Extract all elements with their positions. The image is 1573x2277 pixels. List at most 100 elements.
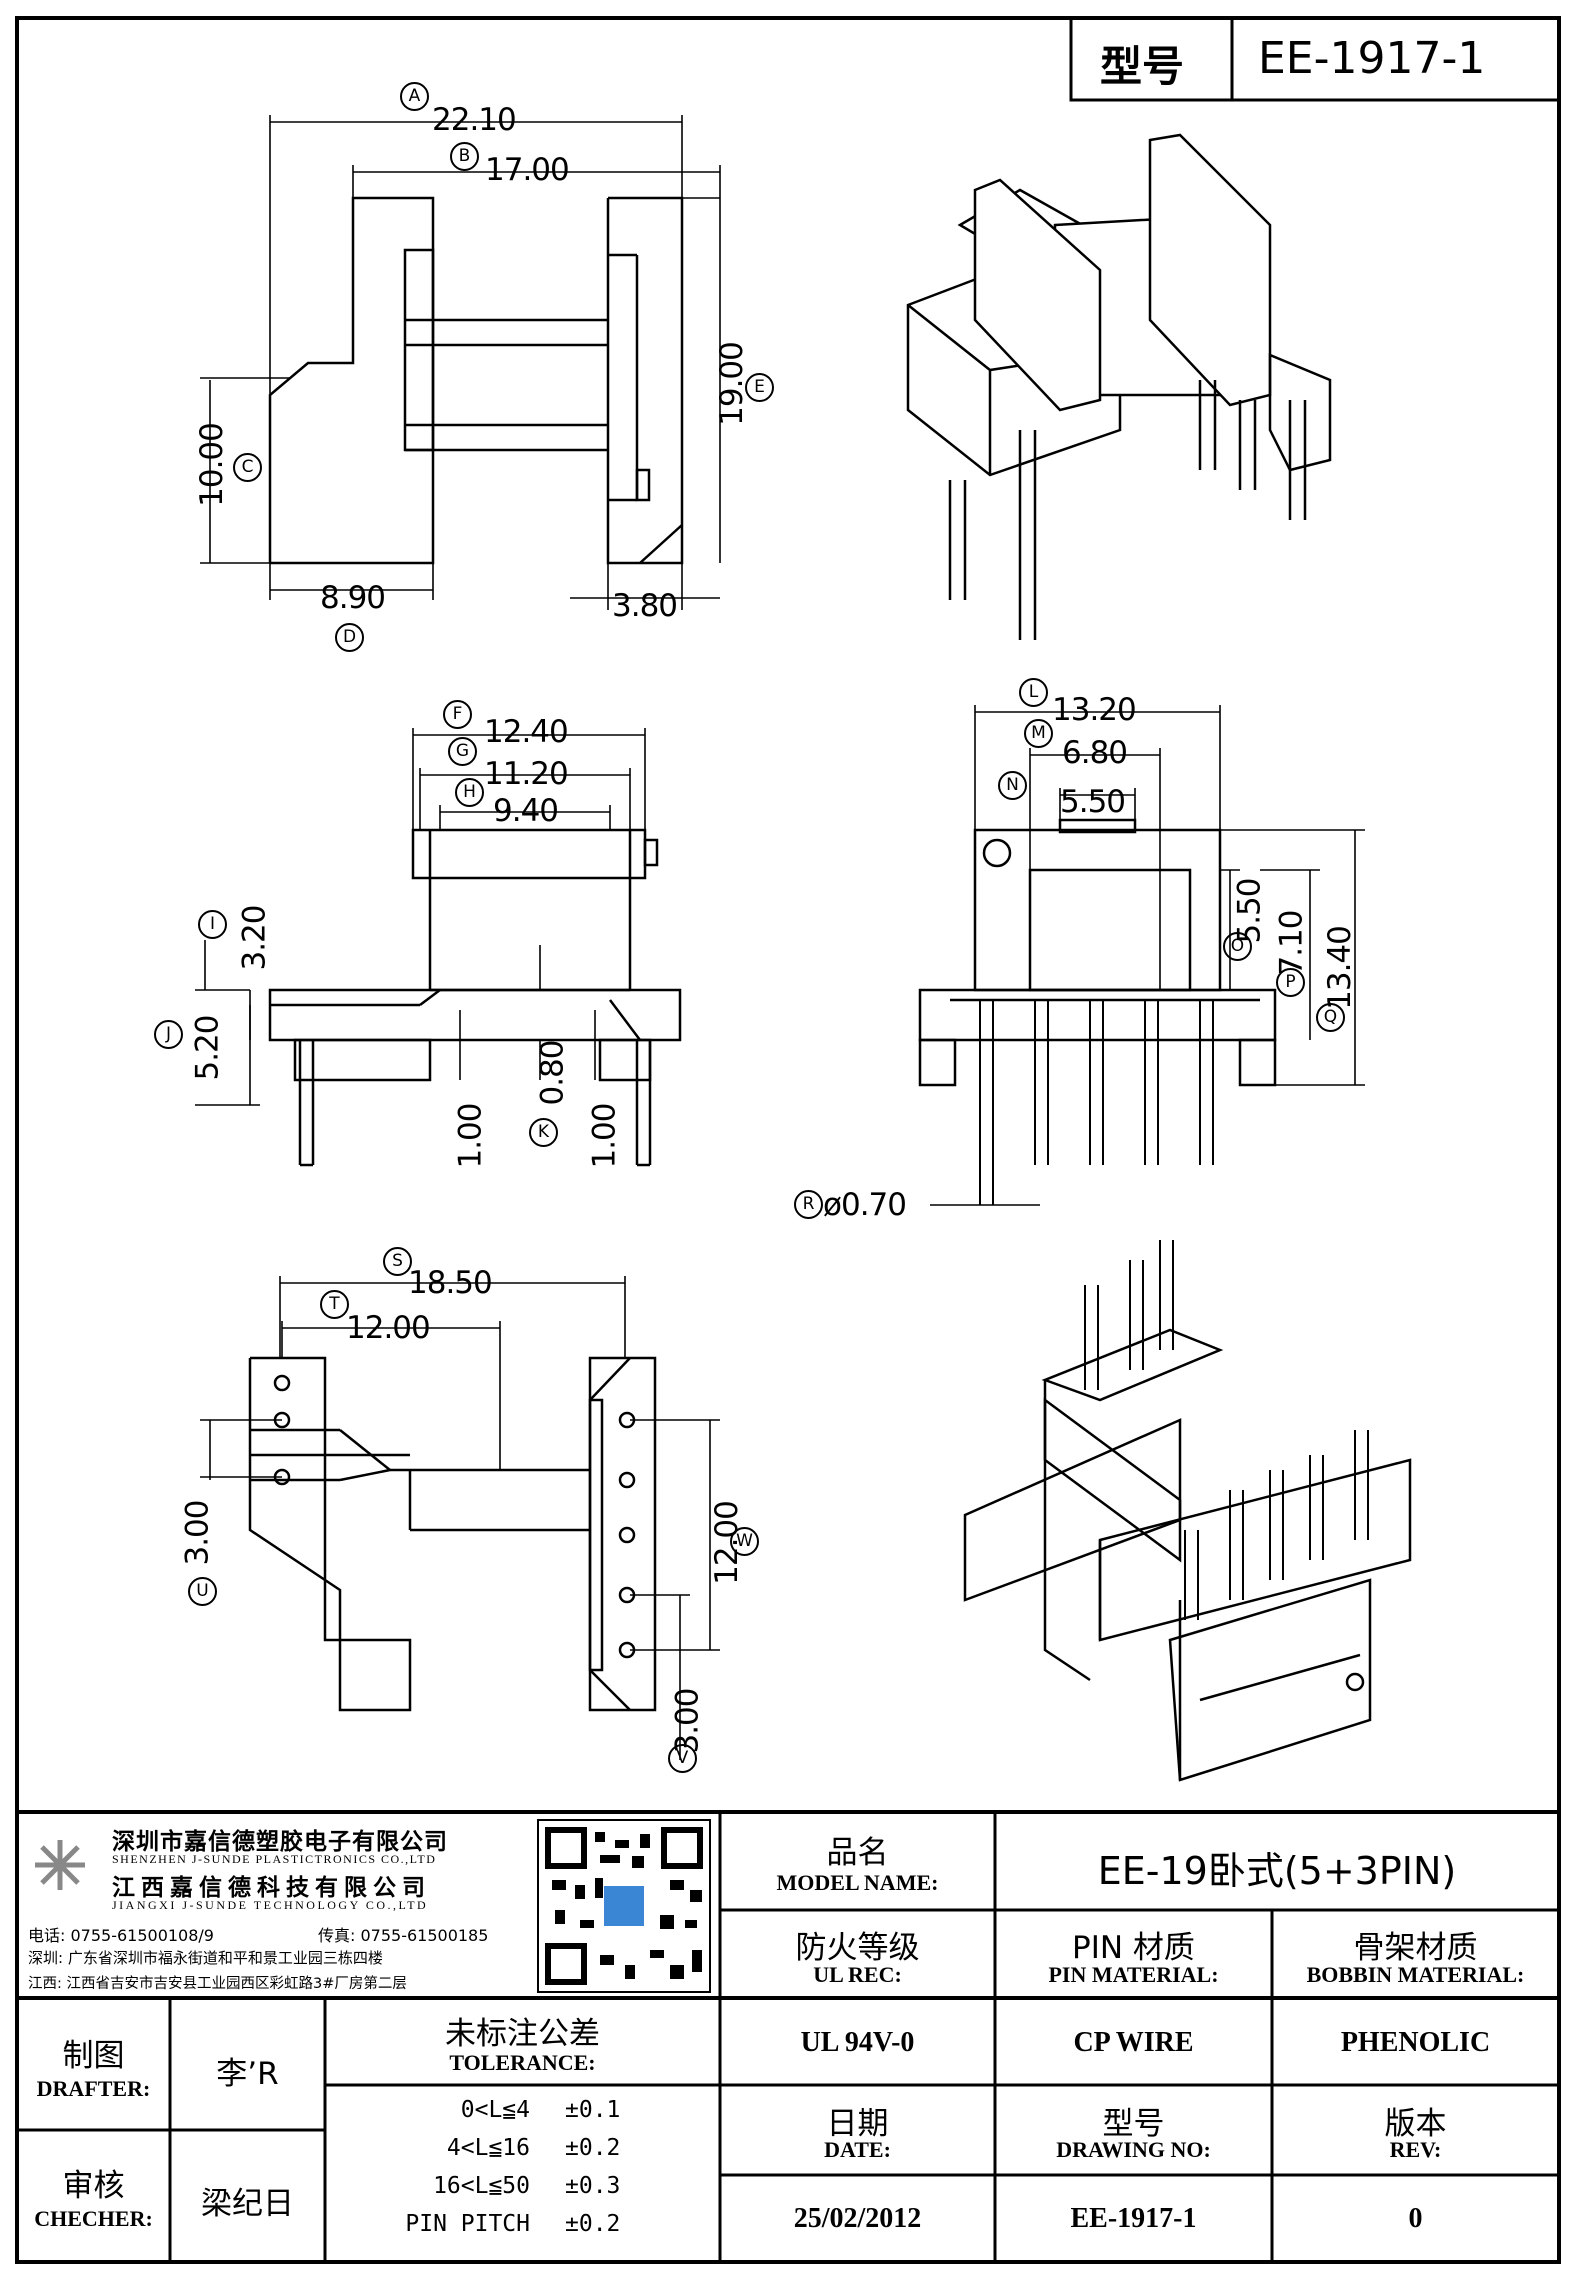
rev-cn: 版本	[1384, 2106, 1447, 2142]
bobbin-material-cn: 骨架材质	[1353, 1930, 1478, 1966]
date-value: 25/02/2012	[793, 2203, 922, 2234]
ul-rec-cn: 防火等级	[795, 1930, 920, 1966]
model-name-value: EE-19卧式(5+3PIN)	[1097, 1849, 1457, 1893]
dim-s-value: 18.50	[408, 1265, 493, 1301]
tolerance-value: ±0.2	[565, 2211, 621, 2237]
tolerance-range: 4<L≦16	[446, 2135, 530, 2161]
ul-rec-value: UL 94V-0	[800, 2027, 915, 2058]
pin-material-cn: PIN 材质	[1072, 1930, 1195, 1966]
company-fax: 传真: 0755-61500185	[318, 1926, 489, 1945]
dim-q-value: 13.40	[1321, 926, 1358, 1010]
drawing-no-cn: 型号	[1102, 2106, 1165, 2142]
drafter-value: 李’R	[216, 2056, 279, 2092]
dim-mark-t: T	[320, 1290, 349, 1319]
dim-mark-h: H	[455, 778, 484, 807]
dim-f-value: 12.40	[484, 714, 569, 750]
top-view	[200, 115, 721, 610]
dim-g-value: 11.20	[484, 756, 569, 792]
dim-c-value: 10.00	[193, 423, 230, 507]
dim-mark-l: L	[1019, 678, 1048, 707]
dim-mark-q: Q	[1316, 1003, 1345, 1032]
dim-mark-n: N	[998, 771, 1027, 800]
pin-material-value: CP WIRE	[1073, 2027, 1194, 2058]
dim-mark-f: F	[443, 700, 472, 729]
rev-value: 0	[1408, 2203, 1423, 2234]
drafter-cn: 制图	[62, 2038, 125, 2074]
checker-cn: 审核	[62, 2168, 125, 2204]
dim-mark-d: D	[335, 623, 364, 652]
company-name-cn: 深圳市嘉信德塑胶电子有限公司	[112, 1829, 448, 1855]
date-cn: 日期	[826, 2106, 889, 2142]
dim-v-value: 3.00	[669, 1688, 706, 1754]
tolerance-en: TOLERANCE:	[449, 2050, 596, 2075]
iso-view-bottom	[963, 1240, 1412, 1782]
dim-d-value: 8.90	[320, 580, 386, 616]
dim-t-value: 12.00	[346, 1310, 431, 1346]
dim-h-value: 9.40	[493, 793, 559, 829]
side-view	[918, 705, 1365, 1206]
dim-p-value: 7.10	[1273, 910, 1310, 976]
checker-value: 梁纪日	[201, 2186, 294, 2222]
ul-rec-en: UL REC:	[813, 1962, 902, 1987]
rev-en: REV:	[1389, 2137, 1442, 2162]
dim-mark-a: A	[400, 82, 429, 111]
dim-mark-b: B	[450, 142, 479, 171]
dim-mark-e: E	[745, 373, 774, 402]
dim-n-value: 5.50	[1060, 784, 1126, 820]
bobbin-material-en: BOBBIN MATERIAL:	[1306, 1962, 1525, 1987]
dim-k1-value: 1.00	[452, 1103, 489, 1169]
dim-r-value: ø0.70	[823, 1187, 907, 1223]
tolerance-value: ±0.2	[565, 2135, 621, 2161]
drawing-no-en: DRAWING NO:	[1056, 2137, 1211, 2162]
checker-en: CHECHER:	[34, 2206, 153, 2231]
tolerance-range: PIN PITCH	[405, 2211, 530, 2237]
tolerance-cn: 未标注公差	[445, 2016, 600, 2052]
dim-m-value: 6.80	[1062, 735, 1128, 771]
dim-mark-i: I	[198, 910, 227, 939]
dim-u-value: 3.00	[179, 1500, 216, 1566]
company-name-en: SHENZHEN J-SUNDE PLASTICTRONICS CO.,LTD	[112, 1852, 437, 1866]
dim-e2-value: 3.80	[612, 588, 678, 624]
dim-j-value: 5.20	[189, 1015, 226, 1081]
dim-mark-k: K	[529, 1118, 558, 1147]
header-type-label: 型号	[1100, 42, 1185, 91]
company2-name-en: JIANGXI J-SUNDE TECHNOLOGY CO.,LTD	[112, 1898, 429, 1912]
dim-mark-w: W	[730, 1527, 759, 1556]
front-view	[195, 728, 682, 1167]
dim-b-value: 17.00	[485, 152, 570, 188]
dim-l-value: 13.20	[1052, 692, 1137, 728]
dim-mark-v: V	[668, 1744, 697, 1773]
dim-mark-m: M	[1024, 719, 1053, 748]
dim-k-value: 0.80	[534, 1040, 571, 1106]
dim-mark-j: J	[154, 1020, 183, 1049]
iso-view-top	[906, 133, 1332, 640]
dim-k2-value: 1.00	[586, 1103, 623, 1169]
dim-mark-u: U	[188, 1577, 217, 1606]
company-addr-jx: 江西: 江西省吉安市吉安县工业园西区彩虹路3#厂房第二层	[28, 1976, 407, 1992]
dim-mark-s: S	[383, 1247, 412, 1276]
dim-mark-r: R	[794, 1190, 823, 1219]
drafter-en: DRAFTER:	[36, 2076, 151, 2101]
model-name-en: MODEL NAME:	[776, 1870, 939, 1895]
drawing-no-value: EE-1917-1	[1070, 2203, 1197, 2234]
model-name-cn: 品名	[826, 1835, 889, 1871]
tolerance-range: 16<L≦50	[433, 2173, 530, 2199]
dim-mark-o: O	[1223, 932, 1252, 961]
dim-mark-g: G	[448, 737, 477, 766]
tolerance-range: 0<L≦4	[460, 2097, 530, 2123]
tolerance-value: ±0.3	[565, 2173, 621, 2199]
dim-a-value: 22.10	[432, 102, 517, 138]
pin-material-en: PIN MATERIAL:	[1048, 1962, 1219, 1987]
bobbin-material-value: PHENOLIC	[1340, 2027, 1491, 2058]
company2-name-cn: 江西嘉信德科技有限公司	[112, 1875, 431, 1901]
title-block	[17, 1810, 1559, 2262]
dim-mark-c: C	[233, 453, 262, 482]
company-phone: 电话: 0755-61500108/9	[28, 1926, 214, 1945]
tolerance-value: ±0.1	[565, 2097, 621, 2123]
dim-i-value: 3.20	[236, 905, 273, 971]
bottom-view	[200, 1276, 720, 1760]
date-en: DATE:	[824, 2137, 891, 2162]
header-model-code: EE-1917-1	[1258, 33, 1486, 84]
dim-mark-p: P	[1276, 968, 1305, 997]
